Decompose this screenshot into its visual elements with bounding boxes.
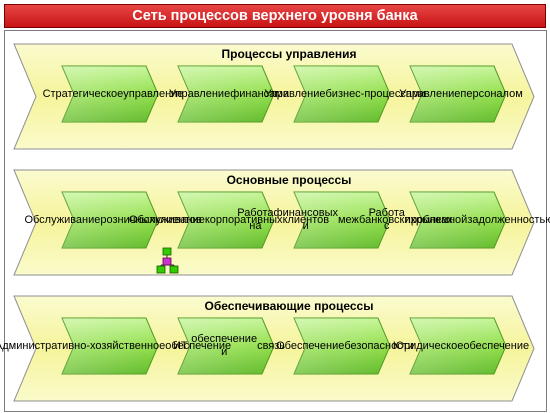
- process-label-line: межбанковских: [337, 213, 416, 226]
- org-chart-icon: [156, 247, 179, 274]
- group-title: Процессы управления: [221, 47, 357, 61]
- process-chevron-shine: [410, 318, 506, 374]
- process-label-line: клиентов: [154, 213, 202, 226]
- process-label-line: корпоративных: [204, 213, 283, 226]
- process-label-line: Обслуживание: [128, 213, 205, 226]
- process-label-line: персоналом: [460, 87, 523, 100]
- process-label-line: бизнес-: [325, 87, 365, 100]
- process-label-line: рынках: [416, 213, 453, 226]
- process-label-line: Работа с: [368, 207, 405, 232]
- diagram-title: Сеть процессов верхнего уровня банка: [4, 4, 546, 28]
- process-label-line: обеспечение: [165, 339, 232, 352]
- group-title: Основные процессы: [226, 173, 352, 187]
- process-chevron-shine: [178, 66, 274, 122]
- process-label-line: хозяйственное: [90, 339, 166, 352]
- process-label-line: Управление: [264, 87, 326, 100]
- process-chevron-shine: [62, 192, 158, 248]
- process-chevron-shine: [410, 66, 506, 122]
- process-label-line: обеспечение и: [191, 333, 258, 358]
- process-label-line: процессами: [364, 87, 426, 100]
- process-label-line: проблемной: [404, 213, 468, 226]
- process-chevron-shine: [178, 192, 274, 248]
- process-label-line: обеспечение: [463, 339, 530, 352]
- process-label-line: Обслуживание: [24, 213, 101, 226]
- group-title: Обеспечивающие процессы: [204, 299, 374, 313]
- process-label-line: Обеспечение: [276, 339, 345, 352]
- process-label-line: ИТ-: [172, 339, 192, 352]
- process-chevron-shine: [62, 66, 158, 122]
- process-label-line: безопасности: [344, 339, 414, 352]
- process-chevron-shine: [294, 318, 390, 374]
- process-label-line: связь: [257, 339, 286, 352]
- process-label-line: Работа на: [237, 207, 274, 232]
- process-label-line: Юридическое: [392, 339, 464, 352]
- process-label-line: финансами: [230, 87, 289, 100]
- process-label-line: Управление: [169, 87, 231, 100]
- process-chevron-shine: [62, 318, 158, 374]
- process-label-line: задолженностью: [467, 213, 550, 226]
- process-label-line: Административно-: [0, 339, 91, 352]
- process-label-line: розничных: [100, 213, 155, 226]
- process-label-line: финансовых и: [273, 207, 338, 232]
- process-chevron-shine: [410, 192, 506, 248]
- process-chevron-shine: [178, 318, 274, 374]
- process-label-line: клиентов: [282, 213, 330, 226]
- process-chevron-shine: [294, 192, 390, 248]
- process-chevron-shine: [294, 66, 390, 122]
- process-label-line: Управление: [399, 87, 461, 100]
- process-label-line: управление: [123, 87, 184, 100]
- process-label-line: Стратегическое: [42, 87, 124, 100]
